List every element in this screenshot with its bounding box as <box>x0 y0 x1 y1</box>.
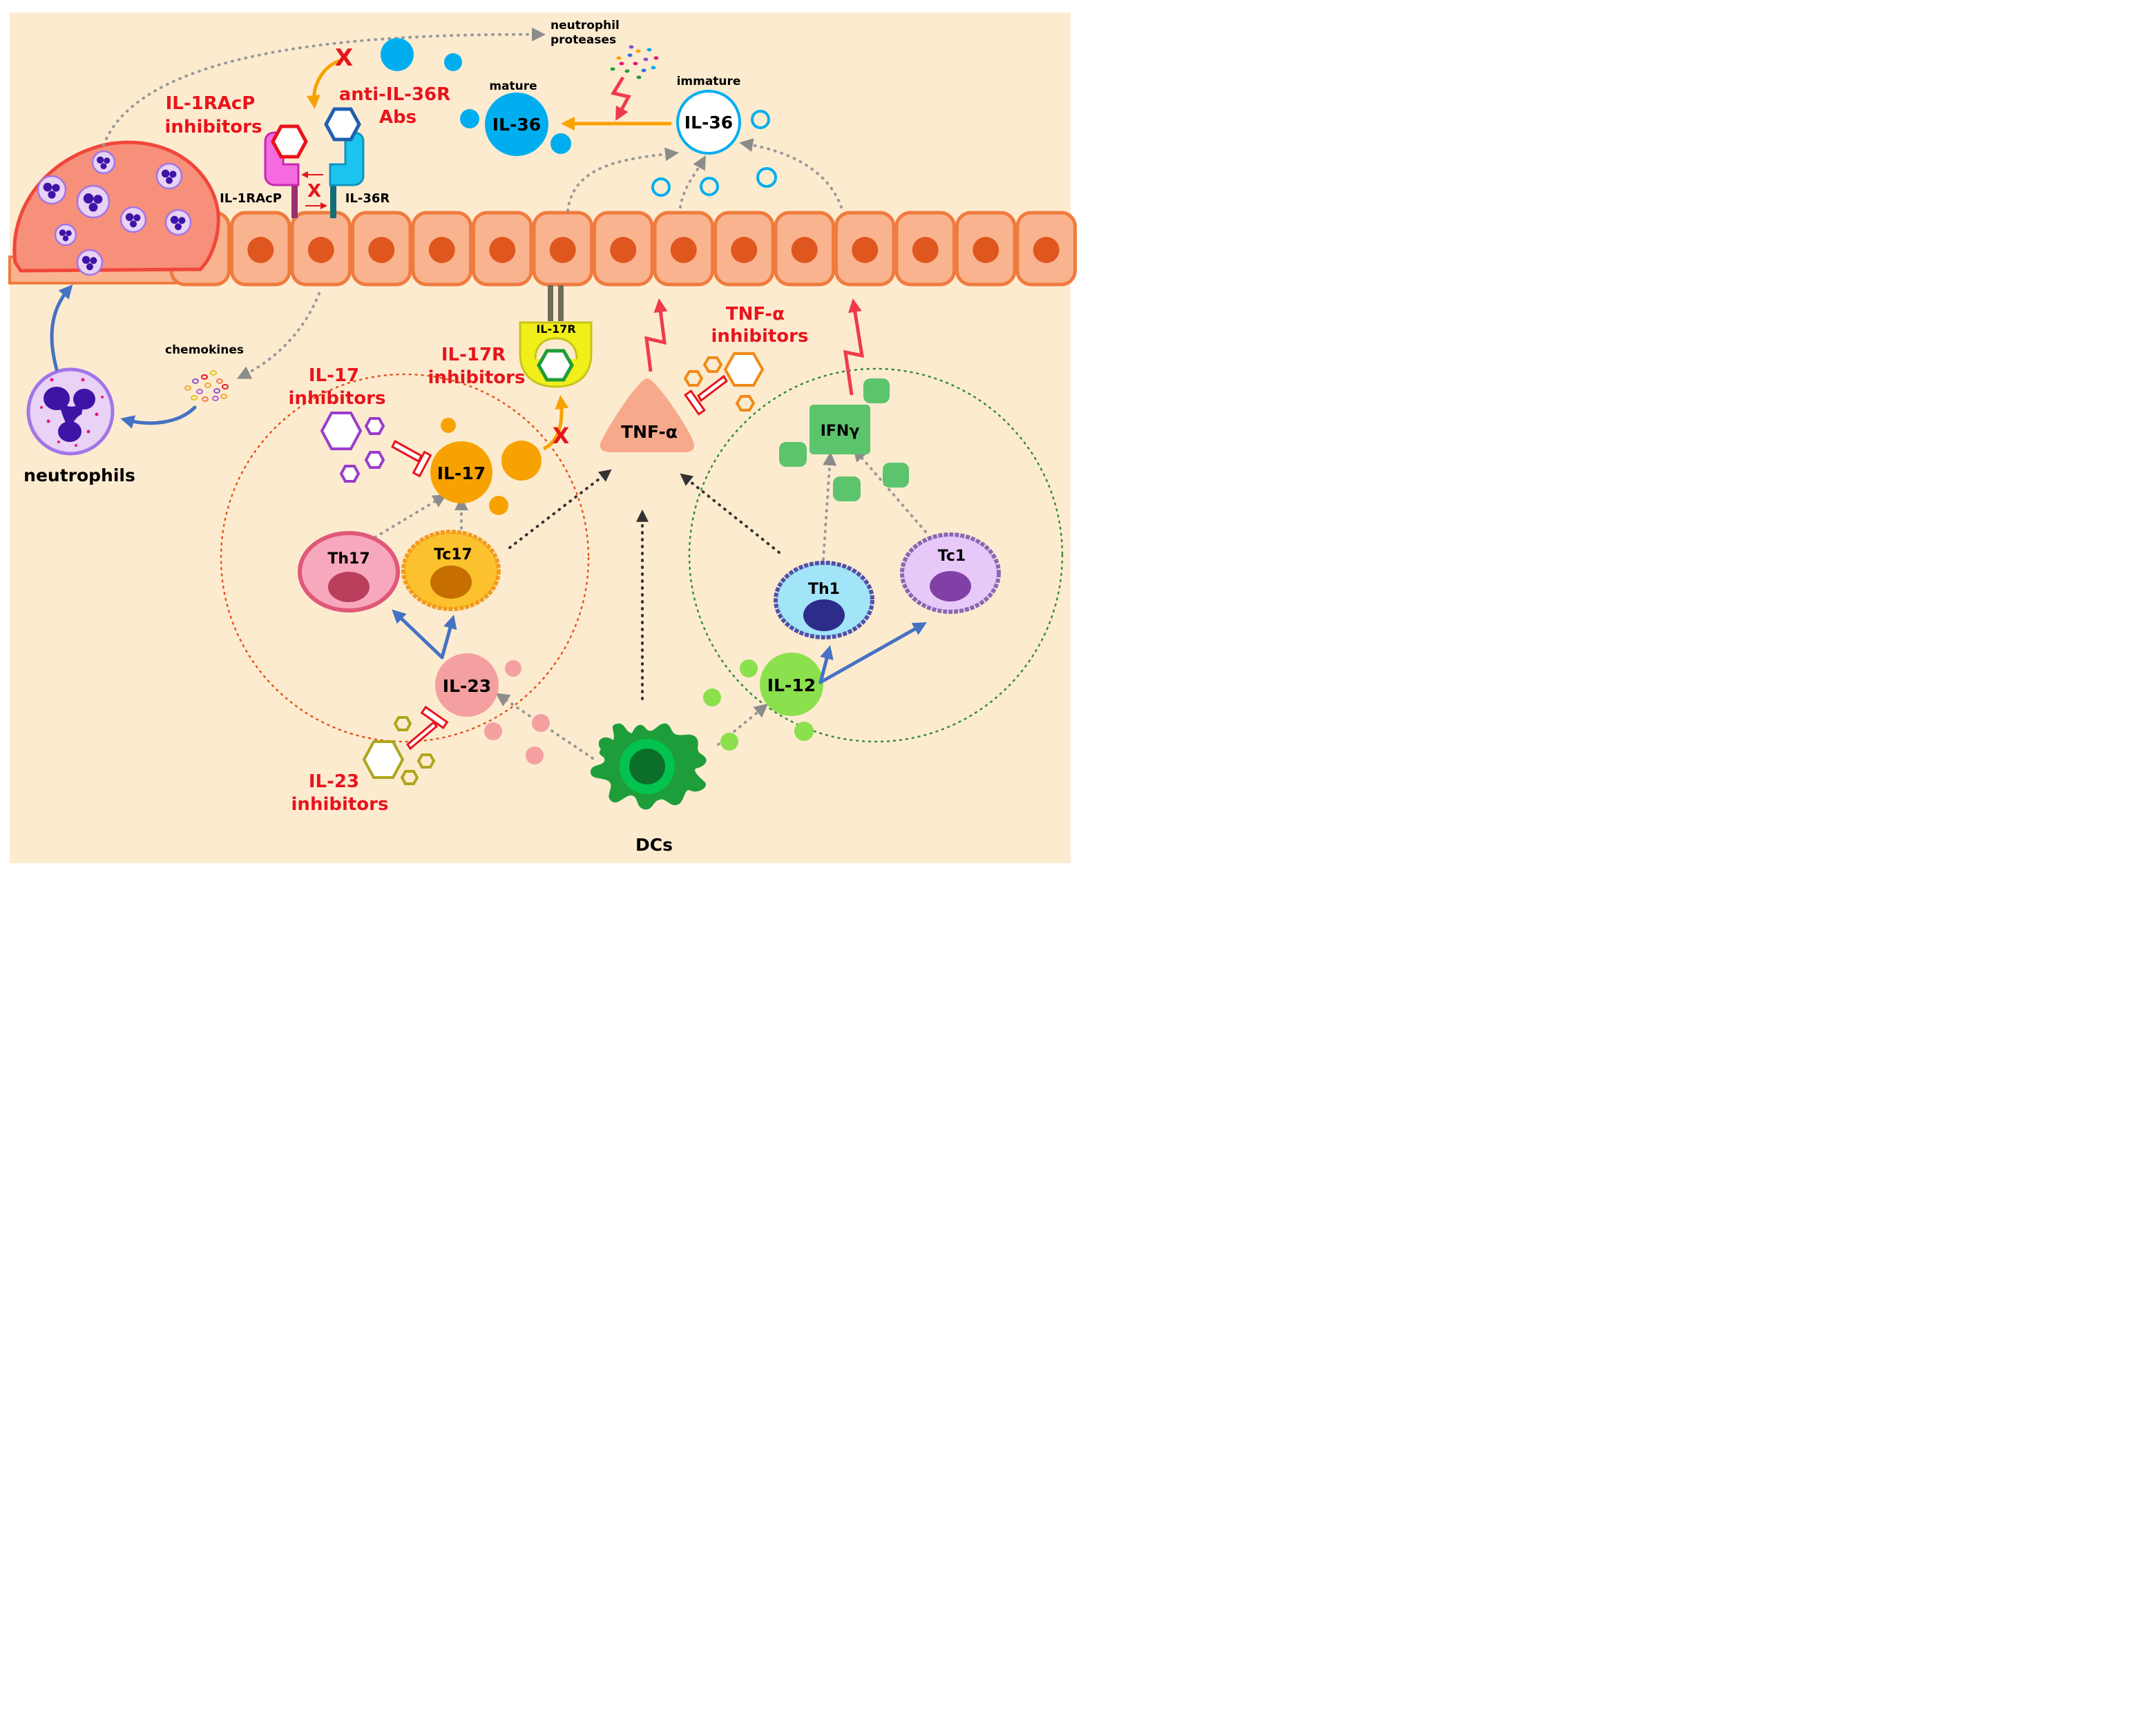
pustule <box>12 140 220 276</box>
tc17-cell: Tc17 <box>401 530 501 611</box>
keratinocyte <box>411 211 472 287</box>
tnf-inhibitor-block <box>684 374 728 416</box>
th17-cell: Th17 <box>298 531 400 613</box>
il17r-inhibitors-label: IL-17R inhibitors <box>428 345 526 388</box>
keratinocyte <box>290 211 352 287</box>
keratinocyte <box>230 211 291 287</box>
il36-immature: IL-36 <box>676 90 741 155</box>
il23-inhibitor-block <box>406 705 449 751</box>
pustule-neutrophil <box>119 206 147 233</box>
svg-text:Th17: Th17 <box>327 550 370 568</box>
dark-dotted-arrows <box>508 469 780 700</box>
il1racp-inhibitors-label: IL-1RAcP inhibitors <box>165 93 262 137</box>
tnf-inhibitors-label: TNF-α inhibitors <box>711 304 809 347</box>
il36-immature-particles <box>651 110 777 197</box>
dcs-label: DCs <box>635 835 673 855</box>
keratinocyte <box>955 211 1017 287</box>
pustule-neutrophil <box>76 184 111 219</box>
immature-label: immature <box>677 75 741 88</box>
th1-cell: Th1 <box>774 561 874 639</box>
il17r-inhibitor-hexagon <box>537 349 574 382</box>
pustule-neutrophil <box>91 150 116 175</box>
mature-label: mature <box>489 79 537 93</box>
tc1-cell: Tc1 <box>900 532 1001 614</box>
anti-il36r-abs-label: anti-IL-36R Abs <box>339 84 457 128</box>
svg-text:IL-12: IL-12 <box>767 675 816 695</box>
dendritic-cell <box>591 723 707 810</box>
il17-cytokine: IL-17 <box>430 441 492 503</box>
il23-inhibitor-hexagons <box>362 716 436 785</box>
il17-inhibitor-hexagons <box>320 412 385 483</box>
svg-text:IL-17: IL-17 <box>437 463 486 483</box>
il23-inhibitors-label: IL-23 inhibitors <box>291 771 389 815</box>
keratinocyte <box>1015 211 1077 287</box>
il36-binding-arrow <box>306 59 341 109</box>
neutrophils-label: neutrophils <box>23 465 135 485</box>
tnf-inhibitor-hexagons <box>683 352 765 412</box>
th17-axis-dotted-circle <box>220 373 590 743</box>
keratinocyte <box>532 211 593 287</box>
il36-mature-particles <box>381 38 571 154</box>
chemokine-dots <box>184 370 229 402</box>
il1racp-inhibitor-hexagon <box>271 124 308 159</box>
pustule-neutrophil <box>76 249 104 276</box>
il12-cytokine: IL-12 <box>760 653 823 716</box>
protease-dots <box>610 45 659 79</box>
ifng-particles <box>779 378 909 501</box>
il17-inhibitor-block <box>391 439 432 478</box>
pustule-neutrophil <box>54 223 77 247</box>
il17-to-receptor-arrow <box>542 395 569 451</box>
svg-text:IFNγ: IFNγ <box>821 423 860 440</box>
red-signal-arrows <box>644 298 865 396</box>
svg-text:IL-36: IL-36 <box>684 113 733 133</box>
anti-il36r-ab-hexagon <box>324 107 361 142</box>
neutrophil-cell <box>26 367 115 456</box>
pustule-neutrophil <box>164 209 192 236</box>
svg-text:IL-23: IL-23 <box>443 676 491 696</box>
pustule-neutrophil <box>37 175 67 205</box>
neutrophil-proteases-label: neutrophil proteases <box>550 19 624 47</box>
keratinocyte <box>593 211 654 287</box>
svg-text:IL-17R: IL-17R <box>536 322 575 336</box>
il17-particles <box>441 418 542 515</box>
protease-cleavage-bolt <box>611 76 631 122</box>
receptor-dimerization-arrows <box>301 171 327 209</box>
psoriasis-pathway-diagram: neutrophils chemokines neutrophil protea… <box>8 12 1077 863</box>
keratinocyte <box>653 211 714 287</box>
il12-particles <box>703 659 814 751</box>
il23-particles <box>484 660 550 764</box>
svg-text:Th1: Th1 <box>808 581 840 598</box>
keratinocyte <box>834 211 896 287</box>
svg-text:IL-36: IL-36 <box>492 115 541 135</box>
tnf-alpha-cytokine: TNF-α <box>600 378 695 452</box>
ifng-cytokine: IFNγ <box>809 405 870 454</box>
il12-to-tcells-arrows <box>818 622 927 684</box>
keratinocyte <box>894 211 956 287</box>
il36-binding-block-x: X <box>335 44 353 72</box>
svg-text:Tc17: Tc17 <box>434 546 472 563</box>
keratinocyte <box>351 211 412 287</box>
svg-text:Tc1: Tc1 <box>938 548 966 565</box>
il1racp-label: IL-1RAcP <box>220 191 282 206</box>
keratinocyte <box>774 211 835 287</box>
th1-axis-dotted-circle <box>688 367 1064 743</box>
il36r-receptor <box>329 131 365 218</box>
pustule-neutrophil <box>155 162 183 190</box>
il17r-block-x: X <box>553 423 570 449</box>
keratinocyte <box>472 211 533 287</box>
keratinocyte <box>713 211 775 287</box>
receptor-block-x: X <box>307 181 321 202</box>
il23-cytokine: IL-23 <box>435 653 499 717</box>
blue-arrows-neutrophil <box>50 284 197 429</box>
il36-mature: IL-36 <box>485 93 548 156</box>
svg-text:TNF-α: TNF-α <box>621 422 678 442</box>
il36r-label: IL-36R <box>345 191 390 206</box>
chemokines-label: chemokines <box>165 343 244 357</box>
il23-to-tcells-arrows <box>392 609 457 659</box>
il17-inhibitors-label: IL-17 inhibitors <box>289 365 386 409</box>
